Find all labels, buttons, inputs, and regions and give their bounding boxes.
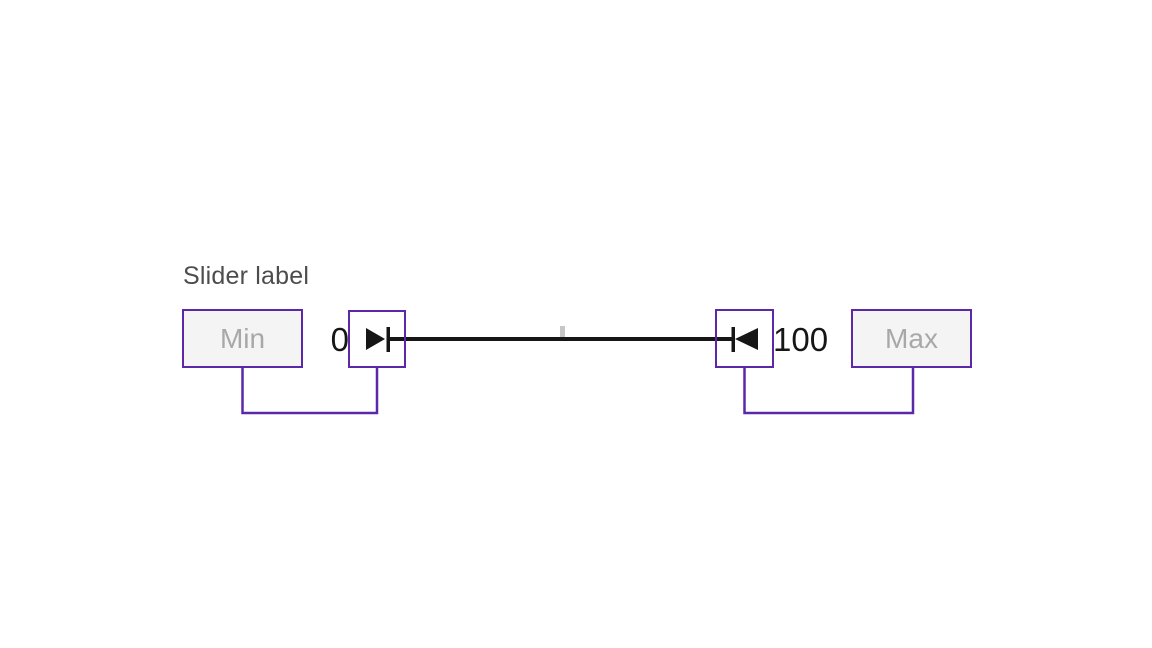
max-button[interactable]: Max xyxy=(851,309,972,368)
step-forward-icon xyxy=(366,327,390,352)
min-button-label: Min xyxy=(219,322,266,354)
max-connector-line xyxy=(743,367,915,415)
min-slider-handle[interactable] xyxy=(348,310,406,368)
slider-track[interactable] xyxy=(389,337,733,341)
min-connector-line xyxy=(241,367,379,415)
max-range-value: 100 xyxy=(773,321,829,358)
min-range-value: 0 xyxy=(330,321,349,358)
min-button[interactable]: Min xyxy=(182,309,303,368)
max-button-label: Max xyxy=(885,322,938,354)
step-backward-icon xyxy=(731,327,758,352)
max-slider-handle[interactable] xyxy=(715,309,774,368)
track-midpoint-tick xyxy=(560,326,565,337)
slider-label: Slider label xyxy=(183,262,310,290)
